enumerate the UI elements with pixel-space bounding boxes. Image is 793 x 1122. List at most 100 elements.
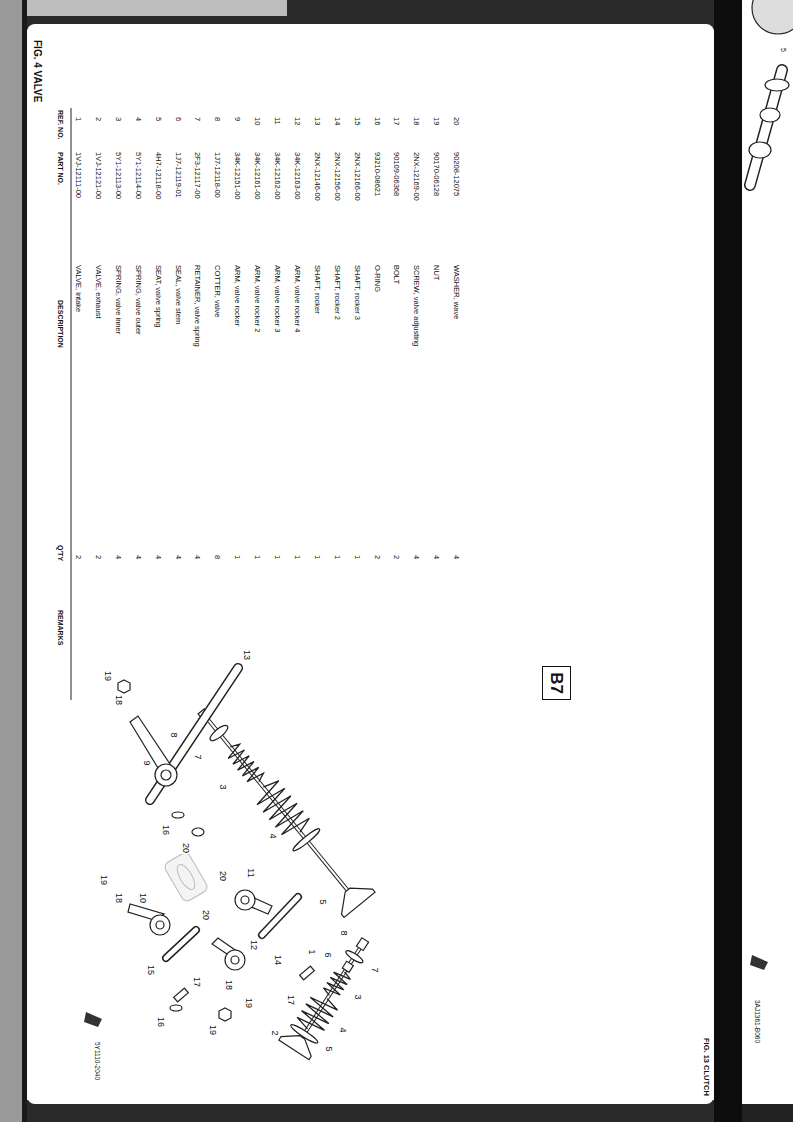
ref-number: 16 (373, 117, 381, 125)
callout-number: 19 (99, 874, 108, 886)
ref-number: 4 (134, 117, 142, 121)
callout-number: 4 (268, 832, 277, 839)
part-description: SPRING, valve inner (114, 265, 122, 334)
coil-spring (223, 741, 265, 787)
column-header: PART NO. (57, 152, 64, 185)
part-description: RETAINER, valve spring (194, 265, 202, 347)
part-number: 34K-12162-00 (273, 152, 281, 200)
callout-number: 1 (307, 948, 316, 955)
quantity: 4 (413, 555, 421, 559)
ref-number: 10 (253, 117, 261, 125)
column-header: DESCRIPTION (57, 300, 64, 348)
quantity: 4 (452, 555, 460, 559)
callout-number: 16 (161, 824, 170, 836)
part-description: SPRING, valve outer (134, 265, 142, 335)
coil-spring (322, 967, 352, 1000)
ref-number: 17 (393, 117, 401, 125)
callout-number: 7 (193, 753, 202, 760)
callout-number: 19 (244, 997, 253, 1009)
callout-number: 7 (370, 966, 379, 973)
part-description: ARM, valve rocker 3 (273, 265, 281, 333)
callout-number: 5 (324, 1045, 333, 1052)
column-header: REMARKS (57, 610, 64, 645)
callout-number: 8 (339, 929, 348, 936)
part-description: SHAFT, rocker (313, 265, 321, 314)
callout-number: 19 (103, 670, 112, 682)
ref-number: 11 (273, 117, 281, 125)
callout-number: 20 (181, 842, 190, 854)
ref-number: 20 (452, 117, 460, 125)
ref-number: 1 (74, 117, 82, 121)
part-number: 1J7-12119-01 (174, 152, 182, 198)
ref-number: 19 (432, 117, 440, 125)
part-description: SHAFT, rocker 3 (353, 265, 361, 320)
column-header: REF. NO. (57, 110, 64, 140)
part-number: 34K-12163-00 (293, 152, 301, 200)
part-number: 1VJ-12121-00 (94, 152, 102, 199)
callout-number: 13 (242, 649, 251, 661)
figure-title: FIG. 4 VALVE (32, 40, 42, 102)
part-number: 1VJ-12111-00 (74, 152, 82, 198)
callout-number: 4 (338, 1026, 347, 1033)
part-description: BOLT (393, 265, 401, 284)
quantity: 1 (273, 555, 281, 559)
callout-number: 11 (246, 867, 255, 878)
quantity: 4 (432, 555, 440, 559)
part-number: 2NX-12169-00 (413, 152, 421, 201)
part-number: 90170-06128 (432, 152, 440, 196)
boxed-page-code: B7 (542, 666, 571, 700)
coil-spring (251, 777, 312, 842)
part-description: VALVE, intake (74, 265, 82, 312)
callout-number: 19 (208, 1024, 217, 1036)
callout-number: 16 (156, 1016, 165, 1028)
part-description: NUT (432, 265, 440, 280)
quantity: 4 (154, 555, 162, 559)
quantity: 1 (233, 555, 241, 559)
callout-number: 3 (218, 783, 227, 790)
ref-number: 9 (233, 117, 241, 121)
part-number: 5Y1-12113-00 (114, 152, 122, 199)
ref-number: 6 (174, 117, 182, 121)
quantity: 2 (74, 555, 82, 559)
quantity: 2 (373, 555, 381, 559)
part-description: ARM, valve rocker 2 (253, 265, 261, 333)
ref-number: 18 (413, 117, 421, 125)
part-number: 2F3-12117-00 (194, 152, 202, 199)
drawing-number: 5Y1110-2040 (94, 1042, 101, 1080)
quantity: 2 (94, 555, 102, 559)
callout-number: 15 (146, 964, 155, 976)
part-description: ARM, valve rocker 4 (293, 265, 301, 333)
part-description: O-RING (373, 265, 381, 292)
part-number: 2NX-12156-00 (333, 152, 341, 201)
ref-number: 5 (154, 117, 162, 121)
part-description: ARM, valve rocker (233, 265, 241, 326)
quantity: 4 (174, 555, 182, 559)
callout-number: 10 (138, 892, 147, 904)
part-number: 2NX-12146-00 (313, 152, 321, 201)
part-description: SCREW, valve adjusting (413, 265, 421, 346)
callout-number: 20 (201, 909, 210, 921)
ref-number: 8 (214, 117, 222, 121)
ref-number: 15 (353, 117, 361, 125)
quantity: 1 (293, 555, 301, 559)
part-number: 90208-12075 (452, 152, 460, 196)
drawing-number: 3AJ1361-B060 (754, 1000, 761, 1043)
quantity: 4 (114, 555, 122, 559)
page-footer: FIG. 13 CLUTCH (702, 1038, 710, 1096)
callout-number: 5 (318, 898, 327, 905)
column-header: Q'TY (57, 545, 64, 561)
callout-number: 2 (270, 1029, 279, 1036)
ref-number: 3 (114, 117, 122, 121)
quantity: 2 (393, 555, 401, 559)
part-number: 34K-12151-00 (233, 152, 241, 200)
ref-number: 13 (313, 117, 321, 125)
part-description: SEAT, valve spring (154, 265, 162, 327)
callout-number: 12 (249, 939, 258, 951)
part-number: 1J7-12118-00 (214, 152, 222, 198)
callout-number: 3 (353, 993, 362, 1000)
quantity: 4 (194, 555, 202, 559)
part-number: 2NX-12166-00 (353, 152, 361, 201)
callout-number: 17 (286, 994, 295, 1006)
part-description: WASHER, wave (452, 265, 460, 319)
part-number: 90109-06368 (393, 152, 401, 196)
